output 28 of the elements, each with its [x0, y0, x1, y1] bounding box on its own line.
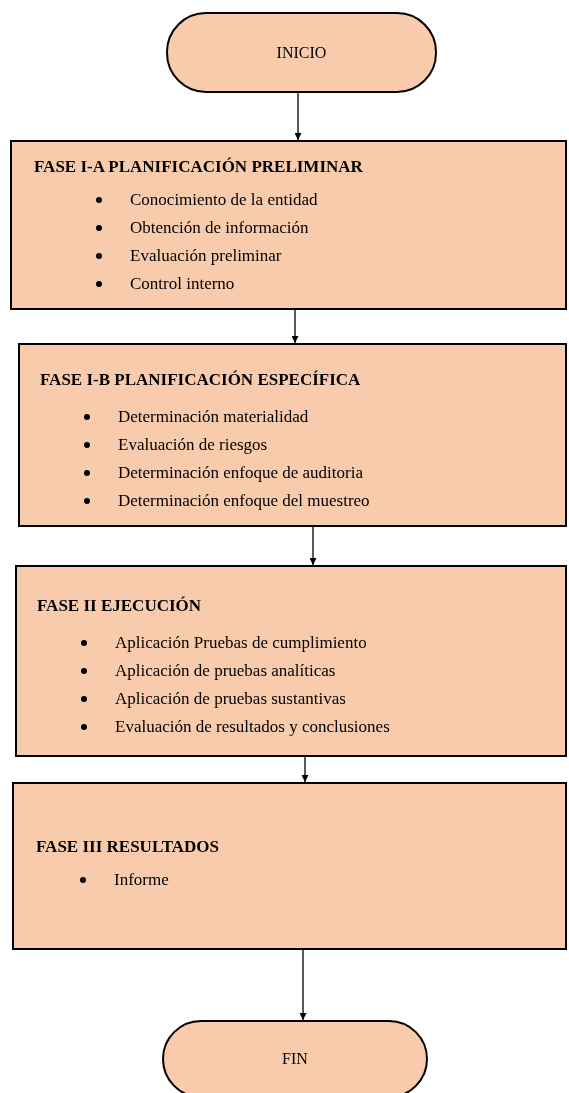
terminal-label: INICIO — [276, 42, 327, 63]
bullet-item: Aplicación de pruebas sustantivas — [115, 688, 346, 710]
bullet-item: Determinación enfoque del muestreo — [118, 490, 370, 512]
bullet-item: Evaluación preliminar — [130, 245, 282, 267]
bullet-item: Informe — [114, 869, 169, 891]
bullet-item: Evaluación de resultados y conclusiones — [115, 716, 390, 738]
bullet-item: Obtención de información — [130, 217, 309, 239]
bullet-item: Evaluación de riesgos — [118, 434, 268, 456]
process-box — [18, 343, 567, 527]
process-box — [10, 140, 567, 310]
phase-heading: FASE I-A PLANIFICACIÓN PRELIMINAR — [34, 156, 364, 178]
arrow — [309, 526, 317, 566]
terminal-label: FIN — [282, 1049, 308, 1069]
arrow — [294, 92, 302, 141]
bullet-item: Aplicación Pruebas de cumplimiento — [115, 632, 367, 654]
process-box — [12, 782, 567, 950]
bullet-item: Determinación materialidad — [118, 406, 309, 428]
bullet-item: Aplicación de pruebas analíticas — [115, 660, 336, 682]
arrow — [299, 949, 307, 1021]
process-box — [15, 565, 567, 757]
bullet-item: Control interno — [130, 273, 235, 295]
bullet-item: Conocimiento de la entidad — [130, 189, 318, 211]
arrow — [301, 756, 309, 783]
phase-heading: FASE I-B PLANIFICACIÓN ESPECÍFICA — [40, 369, 362, 391]
arrow — [291, 309, 299, 344]
bullet-item: Determinación enfoque de auditoria — [118, 462, 363, 484]
phase-heading: FASE II EJECUCIÓN — [37, 595, 203, 617]
phase-heading: FASE III RESULTADOS — [36, 836, 220, 858]
